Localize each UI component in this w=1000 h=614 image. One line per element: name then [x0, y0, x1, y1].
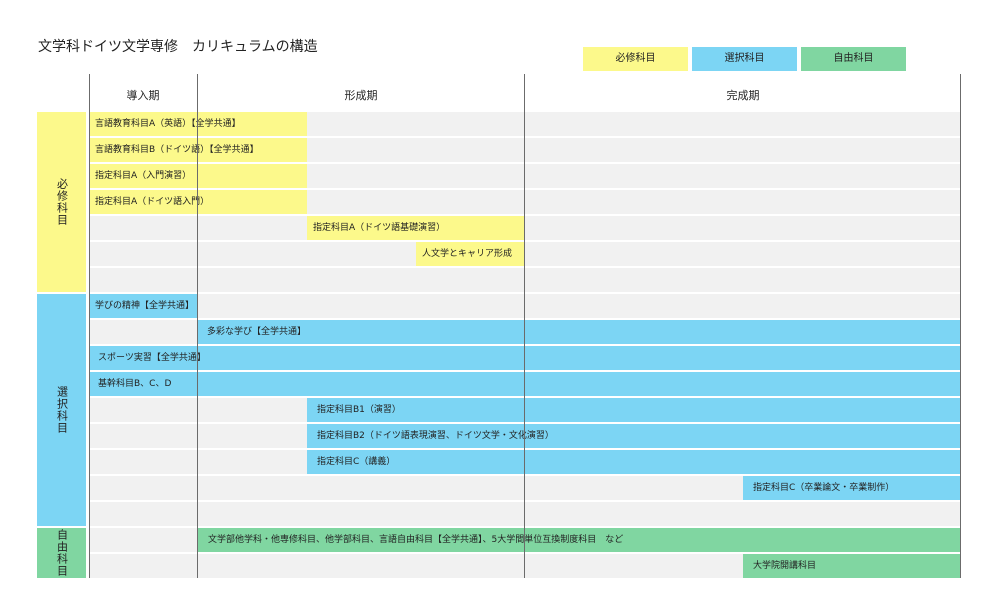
divider-line — [89, 74, 90, 578]
course-designated-c-thesis: 指定科目C（卒業論文・卒業制作） — [743, 476, 961, 500]
course-diverse-learning: 多彩な学び【全学共通】 — [198, 320, 961, 344]
legend-required: 必修科目 — [583, 47, 688, 71]
course-designated-a-german-intro: 指定科目A（ドイツ語入門） — [89, 190, 307, 214]
course-other-subjects: 文学部他学科・他専修科目、他学部科目、言語自由科目【全学共通】、5大学間単位互換… — [198, 528, 961, 552]
group-label-required-text: 必修科目 — [55, 178, 69, 226]
phase-intro: 導入期 — [126, 89, 160, 102]
group-label-required: 必修科目 — [37, 112, 86, 292]
row-background — [89, 502, 961, 526]
course-lang-a: 言語教育科目A（英語）【全学共通】 — [89, 112, 307, 136]
group-label-elective: 選択科目 — [37, 294, 86, 526]
course-designated-c-lecture: 指定科目C（講義） — [307, 450, 961, 474]
course-spirit-of-learning: 学びの精神【全学共通】 — [89, 294, 197, 318]
course-lang-b: 言語教育科目B（ドイツ語）【全学共通】 — [89, 138, 307, 162]
course-core-bcd: 基幹科目B、C、D — [89, 372, 961, 396]
divider-line — [524, 74, 525, 578]
page-title: 文学科ドイツ文学専修 カリキュラムの構造 — [38, 39, 318, 55]
phase-formation: 形成期 — [344, 89, 378, 102]
course-sports: スポーツ実習【全学共通】 — [89, 346, 961, 370]
course-graduate-school: 大学院開講科目 — [743, 554, 961, 578]
course-designated-a-intro-seminar: 指定科目A（入門演習） — [89, 164, 307, 188]
group-label-elective-text: 選択科目 — [55, 386, 69, 434]
divider-line — [960, 74, 961, 578]
course-designated-a-german-basic-seminar: 指定科目A（ドイツ語基礎演習） — [307, 216, 525, 240]
course-designated-b1: 指定科目B1（演習） — [307, 398, 961, 422]
row-background — [89, 268, 961, 292]
divider-line — [197, 74, 198, 578]
group-label-free: 自由科目 — [37, 528, 86, 578]
legend-free: 自由科目 — [801, 47, 906, 71]
row-background — [89, 294, 961, 318]
legend-elective: 選択科目 — [692, 47, 797, 71]
row-background — [89, 242, 961, 266]
group-label-free-text: 自由科目 — [55, 529, 69, 577]
course-humanities-career: 人文学とキャリア形成 — [416, 242, 525, 266]
phase-completion: 完成期 — [726, 89, 760, 102]
course-designated-b2: 指定科目B2（ドイツ語表現演習、ドイツ文学・文化演習） — [307, 424, 961, 448]
row-background — [89, 216, 961, 240]
